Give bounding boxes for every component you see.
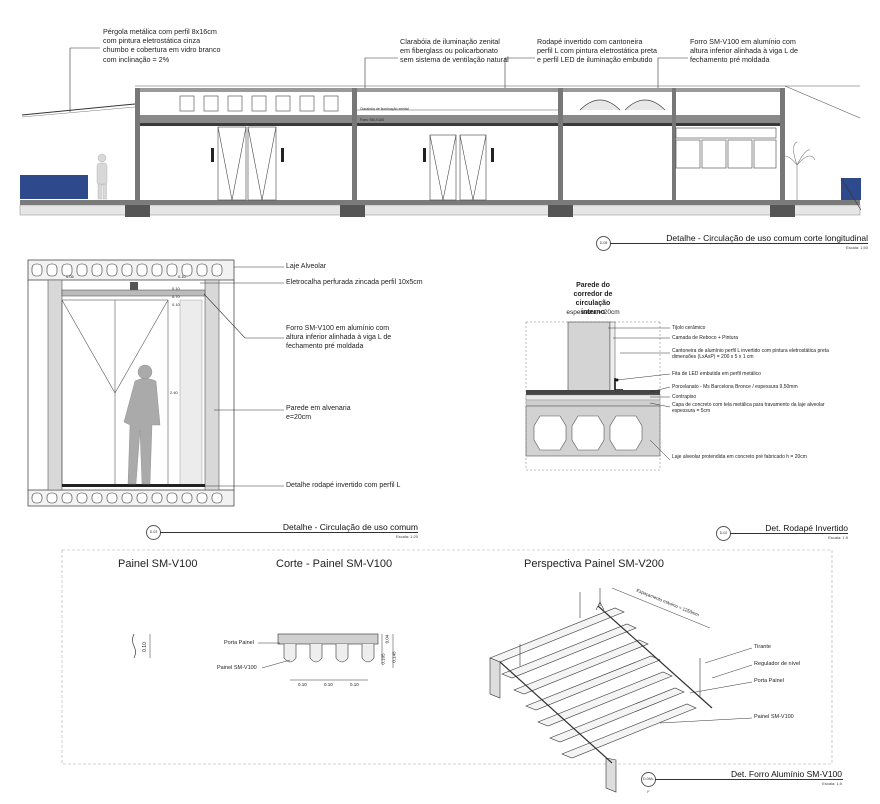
tag-bubble: D-03 [146, 525, 161, 540]
panels-scale: Escala: 1:5 [822, 781, 842, 786]
tag-bubble: D-05A-F [641, 772, 656, 794]
title-underline [655, 779, 843, 780]
dim-1: 0.05 [66, 274, 74, 279]
corte-title: Corte - Painel SM-V100 [276, 558, 393, 570]
panels-title: Det. Forro Alumínio SM-V100 [730, 769, 842, 779]
corte-dim-1: 0.04 [384, 634, 390, 644]
label-rodape: Detalhe rodapé invertido com perfil L [286, 482, 401, 489]
rodape-label-laje: Laje alveolar protendida em concreto pré… [672, 454, 807, 460]
corte-label-painel: Painel SM-V100 [217, 665, 257, 671]
dim-6: 2.40 [170, 390, 178, 395]
dim-5: 0.10 [172, 302, 180, 307]
rodape-label-capa: Capa de concreto com tela metálica para … [672, 402, 825, 414]
tag-bubble: D-02 [716, 526, 731, 541]
dim-4: 0.70 [172, 294, 180, 299]
label-laje: Laje Alveolar [286, 263, 327, 270]
rodape-label-led: Fita de LED embutida em perfil metálico [672, 371, 761, 377]
label-parede: Parede em alvenaria e=20cm [286, 405, 351, 421]
title-underline [610, 243, 868, 244]
rodape-label-tijolo: Tijolo cerâmico [672, 325, 706, 331]
persp-title: Perspectiva Painel SM-V200 [524, 558, 665, 570]
note-pergola: Pérgola metálica com perfil 8x16cm com p… [103, 27, 221, 64]
rodape-header-sub: espessura = 20cm [566, 309, 620, 316]
section-title: Detalhe - Circulação de uso comum corte … [666, 233, 868, 243]
section-drawing: Pérgola metálica com perfil 8x16cm com p… [0, 0, 880, 251]
title-underline [160, 532, 418, 533]
persp-label-regulador: Regulador de nível [754, 661, 801, 667]
rodape-label-contrapiso: Contrapiso [672, 394, 697, 400]
label-eletrocalha: Eletrocalha perfurada zincada perfil 10x… [286, 279, 423, 286]
persp-label-tirante: Tirante [754, 644, 771, 650]
corte-dim-2: 0.105 [380, 653, 386, 665]
persp-label-porta: Porta Painel [754, 678, 784, 684]
note-forro: Forro SM-V100 em alumínio com altura inf… [690, 37, 799, 65]
detail-comum-title: Detalhe - Circulação de uso comum [282, 522, 418, 532]
rodape-header: Parede do corredor de circulação interno [573, 282, 613, 316]
rodape-label-reboco: Camada de Reboco + Pintura [672, 335, 739, 341]
detail-comum-scale: Escala: 1:20 [395, 534, 418, 539]
rodape-label-porcelanato: Porcelanato - Ms Barcelona Bronce / espe… [672, 384, 798, 390]
painel-dim: 0.10 [141, 642, 148, 652]
detail-comum-linework [27, 259, 284, 507]
corte-dim-3: 0.145 [391, 651, 397, 663]
corte-dim-4: 0.10 [298, 682, 307, 687]
inner-label-forro: Forro SM-V100 [360, 118, 384, 122]
rodape-label-cantoneira: Cantoneira de alumínio perfil L invertid… [672, 348, 829, 360]
detail-comum: 0.05 0.10 0.10 0.70 0.10 2.40 Laje Alveo… [0, 250, 480, 550]
detail-rodape-title: Det. Rodapé Invertido [765, 523, 848, 533]
panels-section: Painel SM-V100 0.10 Corte - Painel SM-V1… [0, 548, 880, 804]
dim-2: 0.10 [178, 274, 186, 279]
detail-rodape-scale: Escala: 1:5 [828, 535, 848, 540]
corte-label-porta: Porta Painel [224, 640, 254, 646]
painel-title: Painel SM-V100 [118, 558, 198, 570]
section-linework [19, 47, 862, 217]
detail-rodape: Parede do corredor de circulação interno… [480, 250, 880, 550]
section-scale: Escala: 1:50 [845, 245, 868, 250]
title-underline [730, 533, 848, 534]
note-rodape: Rodapé invertido com cantoneira perfil L… [537, 37, 657, 65]
persp-label-painel: Painel SM-V100 [754, 714, 794, 720]
inner-label-claraboia: Clarabóia de iluminação zenital [360, 107, 409, 111]
corte-dim-6: 0.10 [350, 682, 359, 687]
corte-dim-5: 0.10 [324, 682, 333, 687]
dim-3: 0.10 [172, 286, 180, 291]
tag-bubble: D-08 [596, 236, 611, 251]
detail-rodape-linework [525, 321, 671, 471]
note-claraboia: Clarabóia de iluminação zenital em fiber… [400, 37, 509, 65]
panels-linework [61, 549, 833, 793]
label-forro: Forro SM-V100 em alumínio com altura inf… [286, 325, 392, 350]
